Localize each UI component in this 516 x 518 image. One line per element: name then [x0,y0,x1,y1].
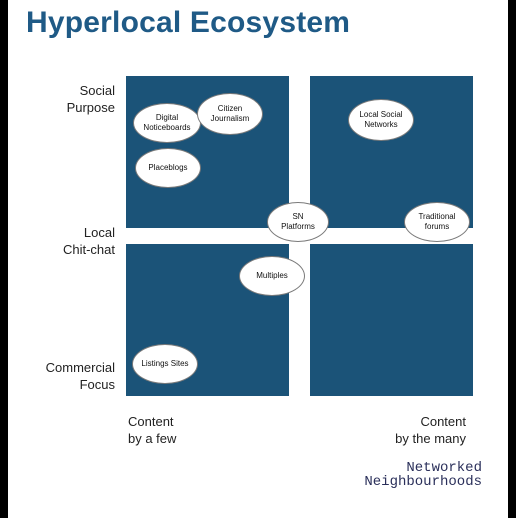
y-label-commercial-line-2: Focus [79,377,115,392]
node-traditional-forums-line-1: Traditional [418,212,456,221]
node-citizen-journalism-line-1: Citizen [217,104,243,113]
node-sn-platforms-line-2: Platforms [281,222,315,231]
brand-line-2: Neighbourhoods [364,474,482,490]
node-local-social-networks-line-1: Local Social [359,110,403,119]
node-placeblogs-line-1: Placeblogs [148,163,188,172]
node-placeblogs: Placeblogs [135,148,201,188]
y-label-local-chit-chat: Local Chit-chat [63,224,115,258]
y-label-local-line-2: Chit-chat [62,242,115,257]
y-label-local-line-1: Local [83,225,115,240]
page-title: Hyperlocal Ecosystem [26,6,351,39]
node-citizen-journalism-line-2: Journalism [210,114,250,123]
x-label-few-line-1: Content [128,414,174,429]
node-listings-sites-line-1: Listings Sites [141,359,189,368]
node-multiples: Multiples [239,256,305,296]
slide: Hyperlocal Ecosystem Social Purpose Loca… [8,0,508,518]
node-traditional-forums-line-2: forums [424,222,450,231]
node-digital-noticeboards-line-1: Digital [155,113,179,122]
node-multiples-line-1: Multiples [256,271,288,280]
node-local-social-networks: Local Social Networks [348,99,414,141]
node-traditional-forums: Traditional forums [404,202,470,242]
node-listings-sites: Listings Sites [132,344,198,384]
x-label-few-line-2: by a few [128,431,177,446]
node-digital-noticeboards-line-2: Noticeboards [143,123,191,132]
y-label-commercial-line-1: Commercial [45,360,115,375]
node-digital-noticeboards: Digital Noticeboards [133,103,201,143]
brand-logo: Networked Neighbourhoods [364,461,482,489]
x-label-many-line-1: Content [420,414,466,429]
y-label-commercial-focus: Commercial Focus [46,359,115,393]
quadrant-bottom-right [310,244,473,396]
node-sn-platforms-line-1: SN [292,212,304,221]
brand-line-1: Networked [406,460,482,476]
node-sn-platforms: SN Platforms [267,202,329,242]
y-label-social-purpose-line-1: Social [79,83,115,98]
node-citizen-journalism: Citizen Journalism [197,93,263,135]
x-label-content-by-the-many: Content by the many [395,413,466,447]
node-local-social-networks-line-2: Networks [364,120,398,129]
x-label-content-by-a-few: Content by a few [128,413,176,447]
y-label-social-purpose-line-2: Purpose [66,100,115,115]
x-label-many-line-2: by the many [395,431,466,446]
y-label-social-purpose: Social Purpose [67,82,115,116]
